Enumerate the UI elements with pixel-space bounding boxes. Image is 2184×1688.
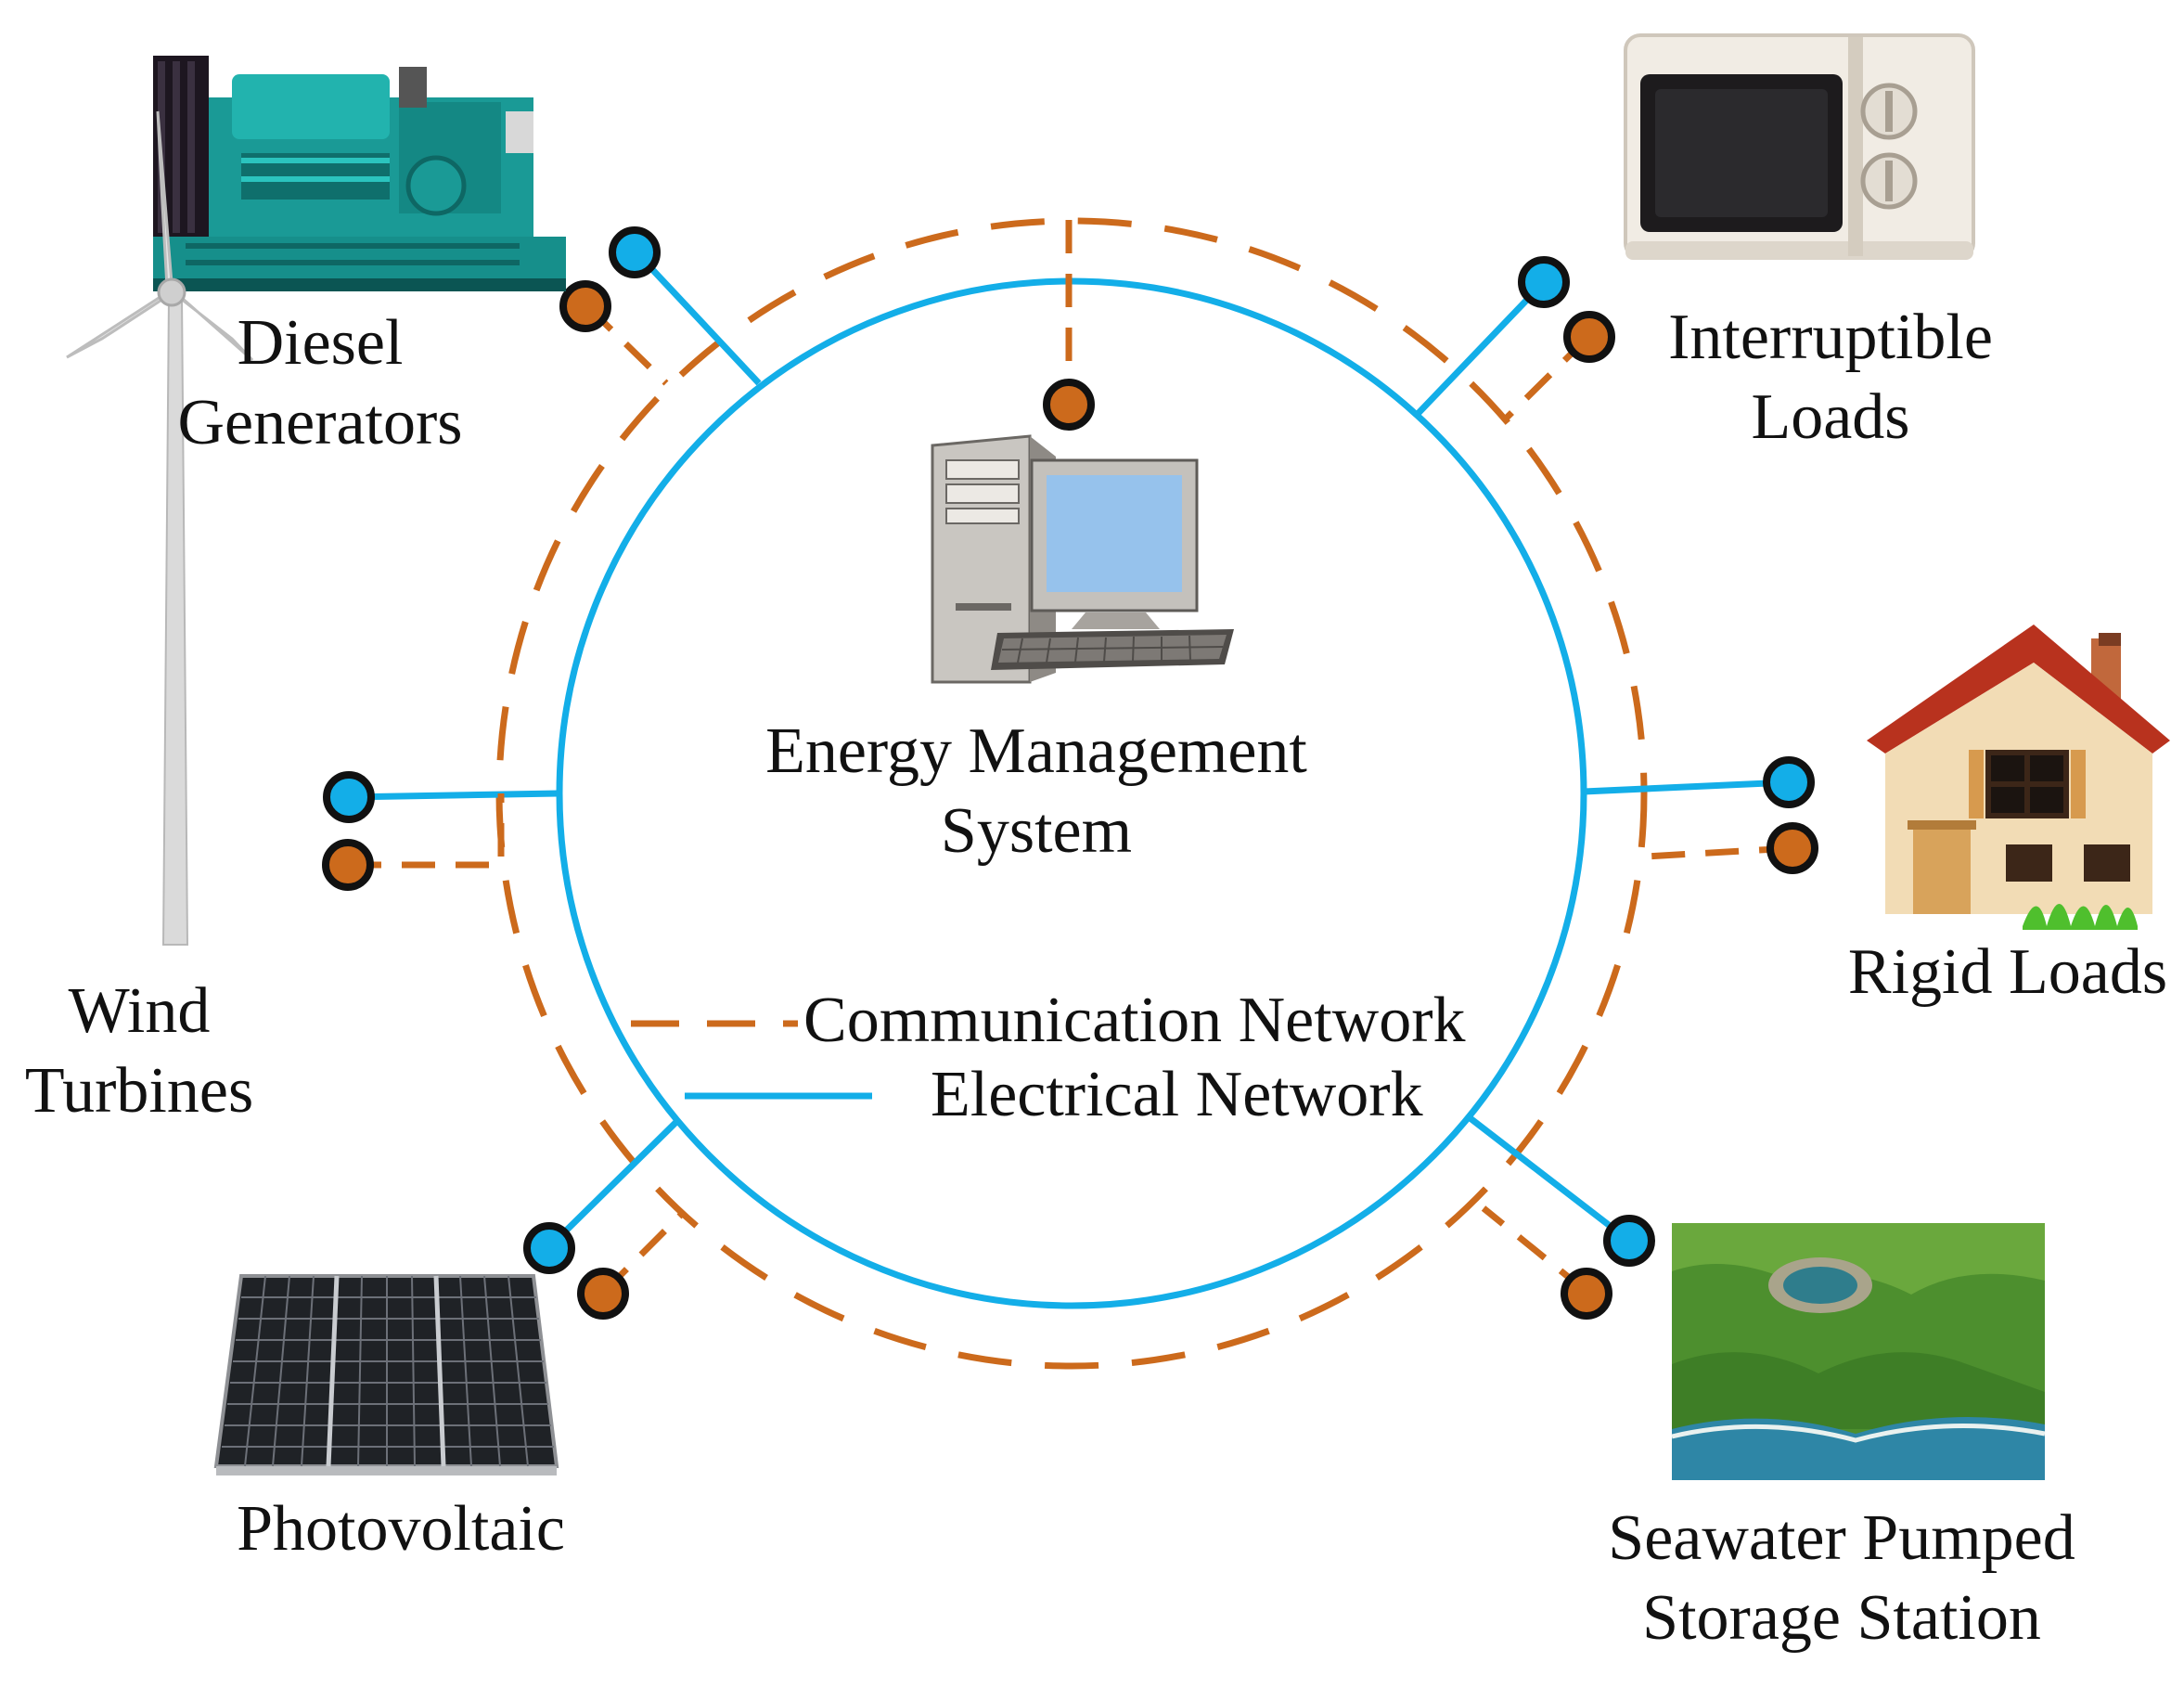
diesel-generator-icon (153, 56, 566, 291)
electrical-link-pv (547, 1118, 680, 1249)
communication-node-rigid (1766, 822, 1818, 874)
pumped-label-line2: Storage Station (1642, 1582, 2041, 1654)
connection-nodes (322, 226, 1818, 1320)
electrical-node-pv (523, 1222, 575, 1274)
interruptible-label-line2: Loads (1751, 381, 1909, 453)
diesel-label-line2: Generators (177, 387, 462, 458)
communication-node-ems (1043, 379, 1095, 431)
microwave-oven-icon (1624, 33, 1975, 260)
legend-communication-label: Communication Network (803, 985, 1466, 1056)
electrical-link-pumped (1465, 1114, 1632, 1243)
electrical-node-wind (323, 771, 375, 823)
coastal-reservoir-icon (1671, 1223, 2046, 1480)
electrical-network-ring (556, 277, 1587, 1309)
electrical-link-diesel (632, 248, 762, 386)
wind-turbine-icon (66, 110, 254, 946)
communication-node-wind (322, 839, 374, 891)
electrical-connectors (348, 248, 1790, 1249)
communication-node-interruptible (1563, 311, 1615, 363)
desktop-computer-icon (931, 434, 1234, 684)
electrical-link-wind (348, 790, 559, 801)
communication-network-ring (495, 217, 1648, 1370)
pv-label: Photovoltaic (237, 1493, 565, 1565)
electrical-node-interruptible (1518, 256, 1570, 308)
diesel-label-line1: Diesel (238, 307, 404, 379)
wind-label-line2: Turbines (25, 1055, 253, 1127)
electrical-node-rigid (1763, 756, 1815, 808)
electrical-link-rigid (1583, 779, 1790, 795)
communication-node-pumped (1561, 1268, 1612, 1320)
wind-label-line1: Wind (69, 975, 211, 1047)
interruptible-label-line1: Interruptible (1668, 302, 1993, 373)
communication-node-diesel (559, 280, 611, 332)
electrical-node-pumped (1603, 1215, 1655, 1267)
electrical-link-interruptible (1414, 279, 1547, 418)
legend-electrical-label: Electrical Network (931, 1059, 1423, 1130)
pumped-label-line1: Seawater Pumped (1608, 1502, 2075, 1574)
house-icon (1867, 625, 2170, 930)
communication-node-pv (577, 1268, 629, 1320)
ems-label-line2: System (941, 795, 1132, 867)
ems-label-line1: Energy Management (765, 715, 1307, 787)
rigid-label: Rigid Loads (1848, 936, 2167, 1008)
electrical-node-diesel (609, 226, 661, 278)
solar-panel-icon (213, 1274, 559, 1475)
